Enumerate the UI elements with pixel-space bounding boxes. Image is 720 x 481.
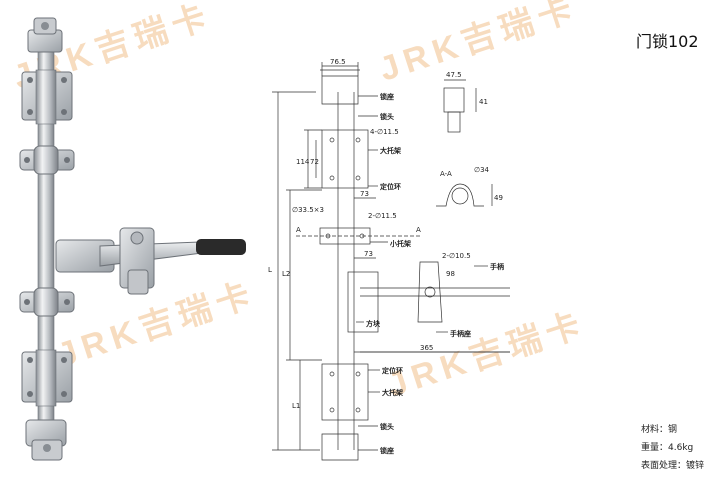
label-square-lock: 方块 (366, 319, 381, 328)
technical-drawing: 76.5 47.5 41 4-∅11.5 114 72 73 ∅33.5×3 2… (268, 58, 510, 461)
label-big-bracket-bottom: 大托架 (382, 388, 403, 397)
label-locating-ring-top: 定位环 (380, 182, 401, 191)
dim-49: 49 (494, 194, 503, 202)
dim-L1: L1 (292, 402, 300, 410)
dim-dia34: ∅34 (474, 166, 490, 174)
label-handle: 手柄 (490, 262, 504, 271)
dim-73-top: 73 (360, 190, 369, 198)
dim-114: 114 (296, 158, 310, 166)
product-photo (19, 17, 246, 461)
dim-small-width: 47.5 (446, 71, 462, 79)
dim-top-width: 76.5 (330, 58, 346, 66)
dim-small-height: 41 (479, 98, 488, 106)
dim-73-bottom: 73 (364, 250, 373, 258)
label-locating-ring-bottom: 定位环 (382, 366, 403, 375)
label-lock-head-top: 锁头 (379, 112, 394, 121)
photo-upper-guide (19, 145, 75, 175)
label-lock-head-bottom: 锁头 (379, 422, 394, 431)
dim-365: 365 (420, 344, 433, 352)
dim-72: 72 (310, 158, 319, 166)
photo-handle-assembly (55, 227, 246, 295)
spec-finish: 表面处理：镀锌 (641, 461, 705, 471)
dim-A-left: A (296, 226, 301, 234)
section-label: A-A (440, 170, 452, 178)
spec-weight: 重量：4.6kg (641, 443, 694, 453)
label-small-bracket: 小托架 (389, 239, 411, 248)
photo-top-bracket (21, 69, 73, 125)
label-handle-seat: 手柄座 (450, 329, 471, 338)
dim-L: L (268, 266, 272, 274)
dim-hole2a: 2-∅11.5 (368, 212, 397, 220)
label-lock-seat-top: 锁座 (379, 92, 394, 101)
photo-bottom-bracket (21, 349, 73, 407)
dim-98: 98 (446, 270, 455, 278)
dim-rod: ∅33.5×3 (292, 206, 324, 214)
label-lock-seat-bottom: 锁座 (379, 446, 394, 455)
dim-A-right: A (416, 226, 421, 234)
photo-lower-guide (19, 287, 75, 317)
dim-hole4: 4-∅11.5 (370, 128, 399, 136)
photo-top-cam (27, 17, 63, 53)
dim-hole2b: 2-∅10.5 (442, 252, 471, 260)
page-title: 门锁102 (636, 32, 699, 51)
label-big-bracket-top: 大托架 (380, 146, 401, 155)
spec-material: 材料：钢 (641, 425, 678, 435)
dim-L2: L2 (282, 270, 290, 278)
photo-bottom-cam (25, 419, 67, 461)
